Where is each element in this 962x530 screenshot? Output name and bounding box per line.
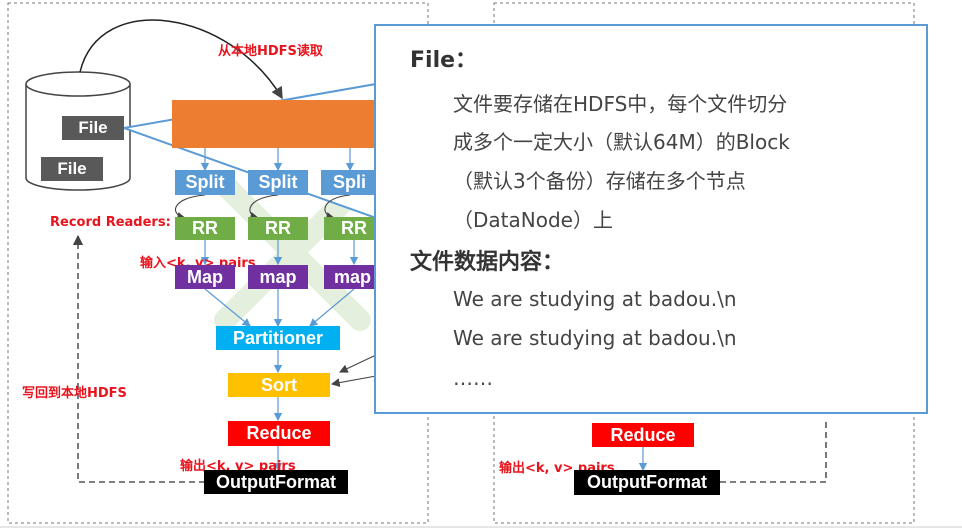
partitioner-block: Partitioner [216, 326, 340, 350]
write-back-label: 写回到本地HDFS [22, 386, 127, 401]
output-format-block-right: OutputFormat [574, 470, 720, 495]
rr-block: RR [175, 217, 235, 240]
read-label: 从本地HDFS读取 [218, 44, 323, 59]
map-block: Map [175, 265, 235, 289]
rr-block: RR [248, 217, 308, 240]
map-block: map [248, 265, 308, 289]
input-bar [172, 100, 376, 148]
watermark-x [214, 174, 371, 331]
write-back-path [72, 234, 205, 483]
callout-heading-content: 文件数据内容： [410, 250, 565, 275]
reduce-block-right: Reduce [592, 423, 694, 447]
record-readers-label: Record Readers: [50, 215, 171, 230]
split-block: Split [248, 170, 308, 195]
callout-content-line: We are studying at badou.\n [453, 326, 737, 350]
callout-heading-file: File： [410, 48, 478, 73]
file-block-bottom: File [41, 157, 103, 181]
callout-body-line: 成多个一定大小（默认64M）的Block [453, 130, 790, 154]
callout-body-line: （DataNode）上 [453, 208, 613, 232]
callout-content-line: …… [453, 366, 493, 390]
map-block: map [324, 265, 376, 289]
output-format-block: OutputFormat [204, 470, 348, 494]
split-block: Spli [321, 170, 376, 195]
callout-body-line: 文件要存储在HDFS中，每个文件切分 [453, 92, 788, 116]
read-arrow [79, 19, 283, 100]
split-block: Split [175, 170, 235, 195]
rr-block: RR [324, 217, 384, 240]
file-block-top: File [62, 116, 124, 140]
reduce-block: Reduce [228, 421, 330, 446]
file-callout: File： 文件要存储在HDFS中，每个文件切分 成多个一定大小（默认64M）的… [374, 24, 928, 414]
callout-content-line: We are studying at badou.\n [453, 287, 737, 311]
sort-block: Sort [228, 373, 330, 397]
callout-body-line: （默认3个备份）存储在多个节点 [453, 169, 746, 193]
